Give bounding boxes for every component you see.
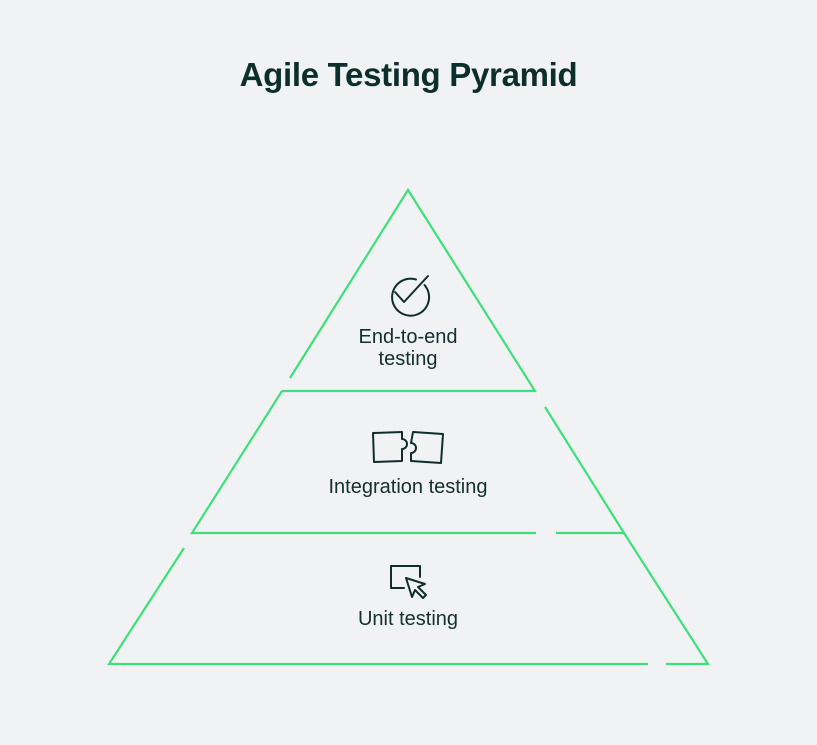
puzzle-pieces-icon: [372, 431, 444, 464]
tier-bottom-outline-left: [106, 547, 648, 666]
monitor-cursor-icon: [390, 565, 427, 599]
tier-label-line: End-to-end: [358, 326, 458, 348]
tier-label-end-to-end: End-to-end testing: [308, 326, 508, 370]
tier-integration: [190, 390, 626, 535]
tier-bottom-outline-right: [623, 532, 711, 666]
tier-end-to-end: [282, 187, 537, 393]
tier-label-line: testing: [378, 348, 438, 370]
tier-label-unit: Unit testing: [357, 608, 459, 630]
tier-top-outline: [282, 187, 537, 393]
tier-middle-outline-left: [190, 390, 536, 535]
tier-middle-outline-right: [544, 406, 626, 535]
checkmark-circle-icon: [391, 275, 431, 317]
page-title: Agile Testing Pyramid: [239, 56, 578, 93]
tier-unit: [106, 532, 711, 666]
tier-label-integration: Integration testing: [328, 476, 488, 498]
